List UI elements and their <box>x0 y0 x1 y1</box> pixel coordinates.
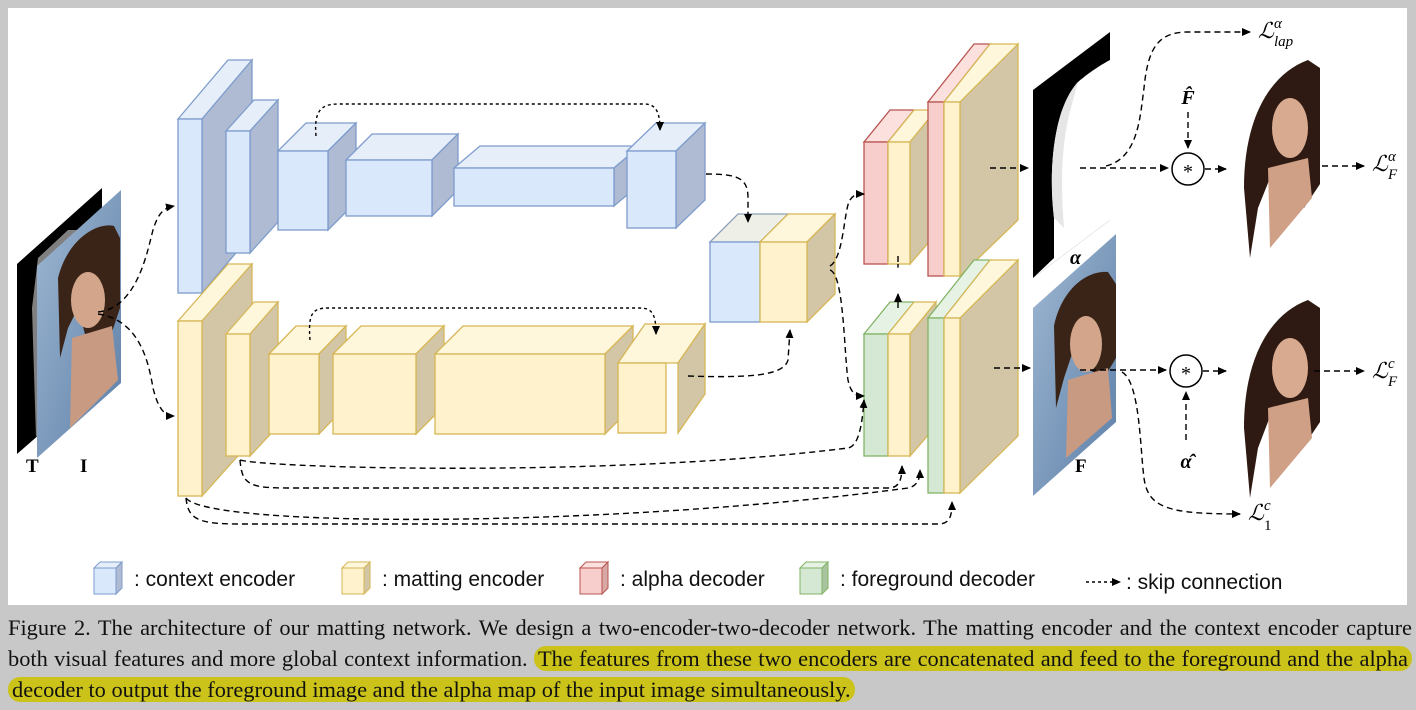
trimap-label: T <box>26 456 39 477</box>
multiply-node-alpha: * <box>1171 152 1205 186</box>
foreground-image <box>1033 234 1116 496</box>
loss-f-alpha: ℒ α F <box>1372 149 1398 183</box>
context-block-3 <box>276 121 358 232</box>
context-block-5 <box>452 144 642 208</box>
caption-text: Figure 2. The architecture of our mattin… <box>8 615 1412 671</box>
svg-text:c: c <box>1388 356 1395 372</box>
svg-text:: foreground decoder: : foreground decoder <box>840 568 1035 591</box>
legend-skip-connection: : skip connection <box>1086 571 1282 594</box>
legend-foreground-decoder: : foreground decoder <box>798 560 1035 596</box>
alpha-hat-label: α̂ <box>1180 451 1196 473</box>
concat-block <box>708 212 837 324</box>
svg-text:c: c <box>1264 498 1271 514</box>
svg-text:*: * <box>1181 363 1191 385</box>
context-encoder <box>176 58 707 295</box>
alpha-decoder-block-2 <box>926 42 1020 278</box>
context-block-2 <box>224 98 280 255</box>
connections <box>97 28 1365 525</box>
multiply-node-foreground: * <box>1169 354 1203 388</box>
context-block-4 <box>344 132 460 218</box>
loss-f-c: ℒ c F <box>1372 356 1398 390</box>
svg-text:ℒ: ℒ <box>1372 358 1389 383</box>
alpha-composite-image <box>1226 16 1320 284</box>
foreground-decoder-block-2 <box>926 258 1020 495</box>
alpha-decoder <box>862 42 1020 278</box>
svg-text:: alpha decoder: : alpha decoder <box>620 568 765 591</box>
matting-block-4 <box>331 324 446 436</box>
legend-context-encoder: : context encoder <box>92 560 295 596</box>
svg-text:: matting encoder: : matting encoder <box>382 568 544 591</box>
svg-text:*: * <box>1183 161 1193 183</box>
svg-text:1: 1 <box>1264 518 1272 534</box>
f-hat-label: F̂ <box>1180 85 1195 109</box>
matting-block-5 <box>433 324 635 436</box>
svg-text:: skip connection: : skip connection <box>1126 571 1282 594</box>
context-block-6 <box>625 121 707 230</box>
svg-text:lap: lap <box>1274 34 1294 50</box>
matting-encoder <box>176 262 707 498</box>
matting-block-6 <box>616 321 707 436</box>
svg-text:ℒ: ℒ <box>1258 18 1275 43</box>
svg-text:F: F <box>1387 374 1398 390</box>
foreground-decoder <box>862 258 1020 495</box>
loss-one-c: ℒ c 1 <box>1248 498 1272 534</box>
legend-alpha-decoder: : alpha decoder <box>578 560 765 596</box>
svg-text:α: α <box>1388 149 1397 165</box>
alpha-output-label: α <box>1070 247 1082 269</box>
svg-text:ℒ: ℒ <box>1372 151 1389 176</box>
foreground-decoder-block-1 <box>862 300 938 458</box>
input-image <box>37 190 121 458</box>
svg-text:α: α <box>1274 16 1283 32</box>
legend-matting-encoder: : matting encoder <box>340 560 544 596</box>
svg-text:F: F <box>1387 167 1398 183</box>
architecture-figure: T I <box>8 8 1407 605</box>
legend: : context encoder : matting encoder : al… <box>92 560 1282 596</box>
svg-text:ℒ: ℒ <box>1248 500 1265 525</box>
foreground-output-label: F <box>1075 456 1087 477</box>
alpha-decoder-block-1 <box>862 108 938 266</box>
figure-caption: Figure 2. The architecture of our mattin… <box>8 612 1412 705</box>
svg-text:: context encoder: : context encoder <box>134 568 295 591</box>
foreground-composite-image <box>1226 254 1320 522</box>
alpha-map-image <box>1033 32 1110 278</box>
loss-lap-alpha: ℒ α lap <box>1258 16 1294 50</box>
image-label: I <box>80 456 87 477</box>
